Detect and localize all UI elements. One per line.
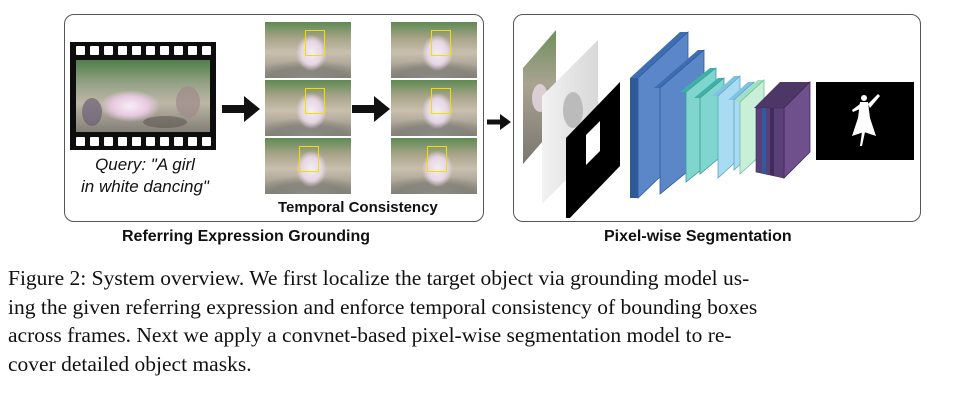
frame-col2-row3 <box>391 138 477 194</box>
bounding-box <box>431 30 451 56</box>
figure-caption: Figure 2: System overview. We first loca… <box>8 264 970 378</box>
query-line-1: Query: "A girl <box>95 155 195 174</box>
arrow-right-icon <box>352 96 390 122</box>
caption-line-1: Figure 2: System overview. We first loca… <box>8 266 750 290</box>
caption-line-4: cover detailed object masks. <box>8 351 252 376</box>
caption-line-3: across frames. Next we apply a convnet-b… <box>8 323 732 347</box>
query-line-2: in white dancing" <box>81 177 209 196</box>
grounding-label: Referring Expression Grounding <box>122 228 371 245</box>
segmentation-network-diagram <box>523 30 914 218</box>
frame-col2-row2 <box>391 80 477 136</box>
caption-line-2: ing the given referring expression and e… <box>8 294 758 319</box>
bounding-box <box>299 146 319 172</box>
arrow-right-icon <box>222 96 260 122</box>
frame-col1-row3 <box>265 138 351 194</box>
bounding-box <box>305 30 325 56</box>
film-strip-image <box>70 42 216 150</box>
frame-col1-row2 <box>265 80 351 136</box>
bounding-box <box>427 146 447 172</box>
temporal-consistency-label: Temporal Consistency <box>278 199 438 216</box>
frame-col2-row1 <box>391 22 477 78</box>
segmentation-label: Pixel-wise Segmentation <box>604 228 792 245</box>
frame-col1-row1 <box>265 22 351 78</box>
arrow-right-icon <box>487 114 511 130</box>
query-text: Query: "A girl in white dancing" <box>72 154 218 198</box>
bounding-box <box>431 88 451 114</box>
bounding-box <box>305 88 325 114</box>
dancer-silhouette <box>852 94 880 146</box>
